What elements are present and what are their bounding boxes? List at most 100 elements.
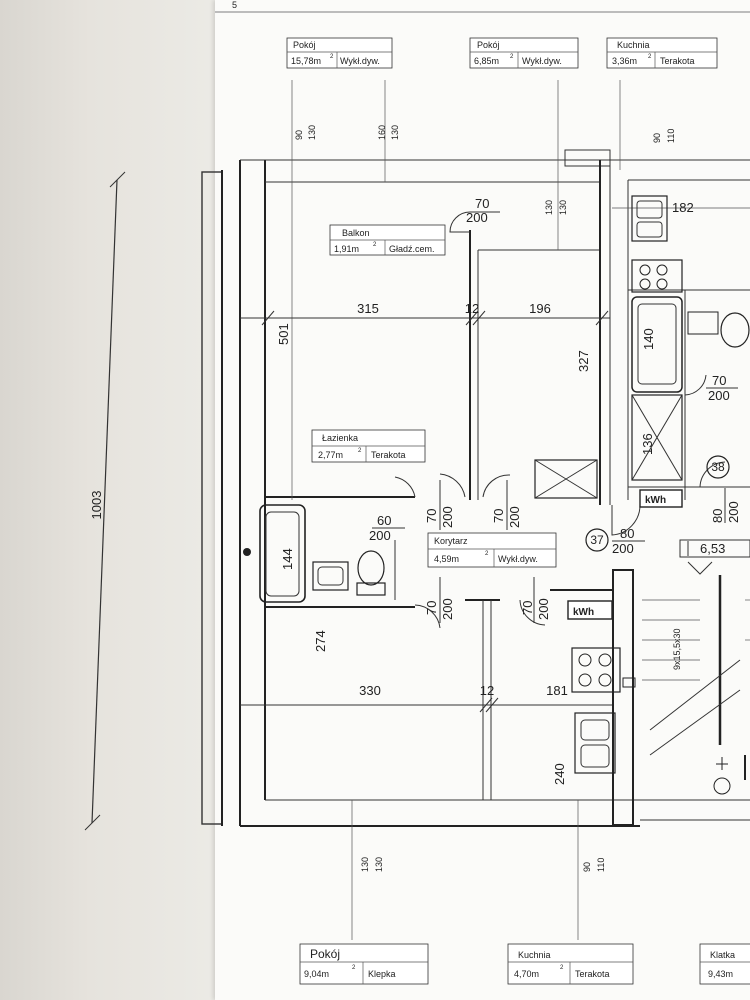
room-label-balkon: Balkon 1,91m Gładź.cem. (329, 224, 446, 256)
window-bottom2-b: 110 (596, 858, 606, 872)
svg-text:70: 70 (520, 601, 535, 615)
svg-text:kWh: kWh (645, 495, 666, 506)
room-label-kuchnia-2: Kuchnia 4,70m Terakota (507, 943, 634, 985)
svg-text:Kuchnia: Kuchnia (518, 950, 551, 960)
svg-text:70: 70 (424, 509, 439, 523)
room-label-kuchnia-1: Kuchnia 3,36m Terakota (606, 37, 718, 69)
svg-text:2: 2 (358, 448, 362, 454)
window-top3-b: 110 (666, 129, 676, 143)
svg-text:Balkon: Balkon (342, 228, 370, 238)
bathtub-left: 144 (243, 504, 306, 603)
dim-240: 240 (552, 763, 567, 785)
shaft-box (534, 394, 683, 499)
dim-144: 144 (280, 548, 295, 570)
svg-text:200: 200 (612, 541, 634, 556)
svg-text:2: 2 (648, 54, 652, 60)
svg-text:6,85m: 6,85m (474, 56, 499, 66)
window-top2-a: 160 (377, 125, 387, 140)
svg-text:70: 70 (712, 373, 726, 388)
window-balcony-b: 130 (558, 200, 568, 215)
dim-140: 140 (641, 328, 656, 350)
dim-182: 182 (672, 200, 694, 215)
svg-text:Wykł.dyw.: Wykł.dyw. (522, 56, 562, 66)
svg-text:Pokój: Pokój (310, 947, 340, 961)
window-top3-a: 90 (652, 133, 662, 143)
svg-text:9,43m: 9,43m (708, 969, 733, 979)
dim-330: 330 (359, 683, 381, 698)
svg-text:200: 200 (440, 598, 455, 620)
svg-text:2: 2 (485, 551, 489, 557)
dim-274: 274 (313, 630, 328, 652)
dim-12-a: 12 (465, 301, 479, 316)
area-superscripts: 2 2 2 2 2 2 2 2 (330, 54, 652, 971)
svg-text:3,36m: 3,36m (612, 56, 637, 66)
stairs-dimension: 9x15,5x30 (672, 628, 682, 670)
svg-text:Kuchnia: Kuchnia (617, 40, 650, 50)
svg-text:Terakota: Terakota (371, 450, 406, 460)
svg-text:Wykł.dyw.: Wykł.dyw. (498, 554, 538, 564)
dim-181: 181 (546, 683, 568, 698)
room-label-lazienka: Łazienka 2,77m Terakota (311, 429, 426, 463)
svg-text:200: 200 (507, 506, 522, 528)
left-page (0, 0, 225, 1000)
room-label-klatka: Klatka 9,43m (699, 943, 750, 985)
svg-text:2: 2 (560, 965, 564, 971)
dim-12-b: 12 (480, 683, 494, 698)
svg-text:60: 60 (377, 513, 391, 528)
svg-text:Korytarz: Korytarz (434, 536, 468, 546)
meter-1: kWh (639, 489, 683, 508)
bathtub-right (631, 296, 683, 393)
svg-text:4,59m: 4,59m (434, 554, 459, 564)
svg-text:200: 200 (536, 598, 551, 620)
stove-bottom (571, 647, 636, 693)
top-dimension-bar: 5 (215, 0, 750, 13)
room-label-pokoj-2: Pokój 6,85m Wykł.dyw. (469, 37, 579, 69)
svg-text:Klatka: Klatka (710, 950, 735, 960)
window-dimensions: 90 130 160 130 130 130 90 110 130 130 90… (291, 80, 676, 940)
window-top2-b: 130 (390, 125, 400, 140)
svg-text:kWh: kWh (573, 607, 594, 618)
dim-501: 501 (276, 323, 291, 345)
kitchen-sink-bottom (574, 712, 616, 774)
dim-136: 136 (640, 433, 655, 455)
svg-text:Terakota: Terakota (660, 56, 695, 66)
svg-text:Klepka: Klepka (368, 969, 396, 979)
window-top1-b: 130 (307, 125, 317, 140)
svg-text:80: 80 (710, 509, 725, 523)
walls (201, 149, 750, 827)
svg-text:Gładź.cem.: Gładź.cem. (389, 244, 435, 254)
svg-text:70: 70 (491, 509, 506, 523)
svg-text:37: 37 (590, 533, 604, 547)
svg-text:38: 38 (711, 460, 725, 474)
svg-text:200: 200 (440, 506, 455, 528)
dimension-lines: 315 12 196 330 12 181 501 327 274 240 14… (240, 200, 750, 785)
overall-dimension: 1003 (84, 171, 126, 831)
svg-text:2: 2 (330, 54, 334, 60)
window-bottom1-b: 130 (374, 857, 384, 872)
svg-text:200: 200 (726, 501, 741, 523)
overall-dimension-label: 1003 (89, 491, 104, 520)
svg-text:Łazienka: Łazienka (322, 433, 358, 443)
window-bottom1-a: 130 (360, 857, 370, 872)
svg-text:2: 2 (510, 54, 514, 60)
dim-6-53: 6,53 (700, 541, 725, 556)
staircase: 6,53 9x15,5x30 (642, 539, 750, 795)
unit-numbers: 37 38 (585, 455, 730, 552)
kitchen-sink-top (631, 195, 668, 242)
svg-text:Pokój: Pokój (477, 40, 500, 50)
svg-text:70: 70 (475, 196, 489, 211)
window-bottom2-a: 90 (582, 862, 592, 872)
svg-text:200: 200 (708, 388, 730, 403)
svg-text:1,91m: 1,91m (334, 244, 359, 254)
window-balcony-a: 130 (544, 200, 554, 215)
dim-196: 196 (529, 301, 551, 316)
svg-text:Wykł.dyw.: Wykł.dyw. (340, 56, 380, 66)
window-top1-a: 90 (294, 130, 304, 140)
sink-left (312, 561, 349, 591)
svg-text:9,04m: 9,04m (304, 969, 329, 979)
svg-text:Terakota: Terakota (575, 969, 610, 979)
stove-top (631, 259, 683, 293)
svg-text:15,78m: 15,78m (291, 56, 321, 66)
